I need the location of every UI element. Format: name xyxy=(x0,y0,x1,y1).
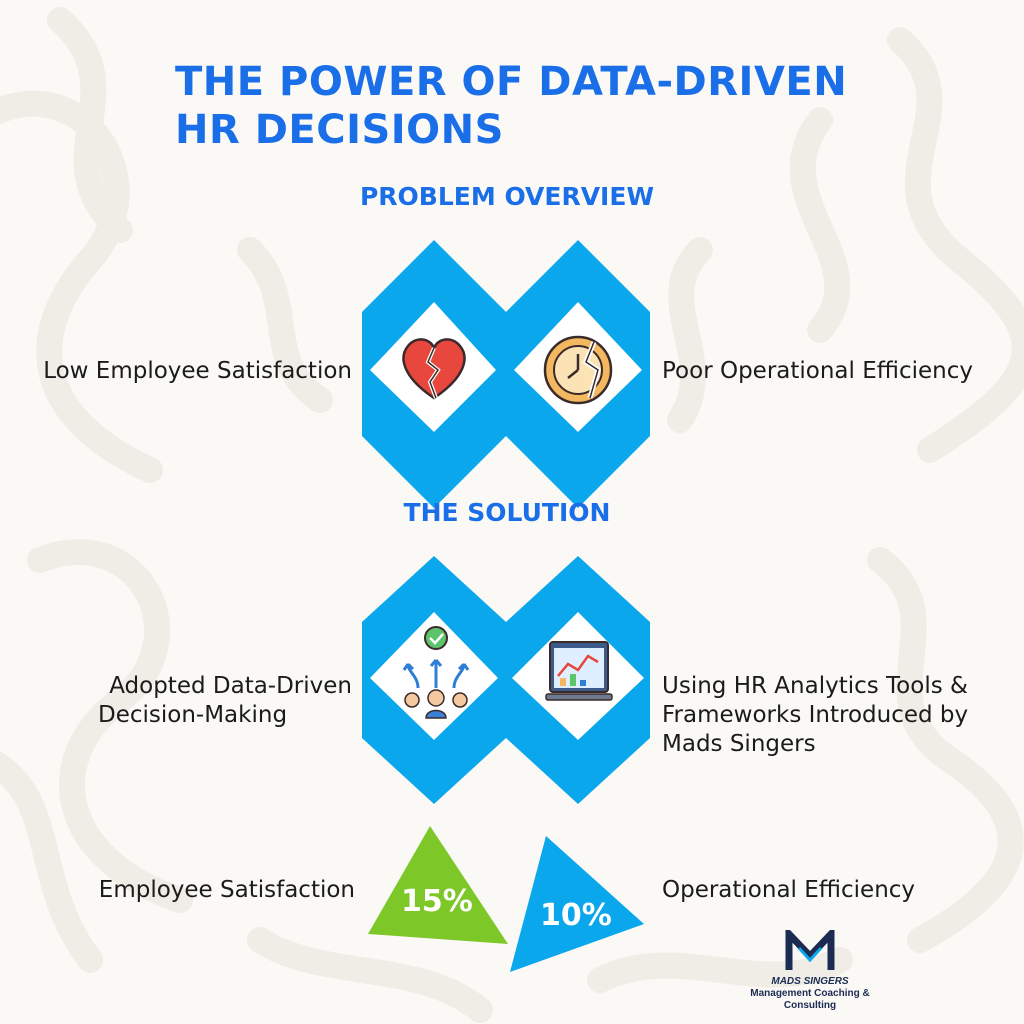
analytics-dashboard-icon xyxy=(545,641,613,701)
page-title: THE POWER OF DATA-DRIVEN HR DECISIONS xyxy=(175,58,975,154)
title-line-1: THE POWER OF DATA-DRIVEN xyxy=(175,59,848,105)
problem-right-label: Poor Operational Efficiency xyxy=(662,358,974,384)
problem-hexagons xyxy=(362,240,650,508)
solution-left-diamond xyxy=(370,612,498,740)
result-left-value: 15% xyxy=(401,884,473,919)
ms-monogram-icon xyxy=(785,925,835,970)
problem-heading: PROBLEM OVERVIEW xyxy=(359,182,655,211)
result-left-label: Employee Satisfaction xyxy=(98,877,355,903)
solution-right-label: Using HR Analytics Tools & Frameworks In… xyxy=(662,672,1012,759)
results-triangles xyxy=(368,826,644,972)
logo-tagline: Management Coaching & Consulting xyxy=(750,988,870,1011)
result-right-value: 10% xyxy=(540,898,612,933)
brand-logo: MADS SINGERS Management Coaching & Consu… xyxy=(725,925,895,1012)
solution-heading: THE SOLUTION xyxy=(403,498,611,527)
solution-left-label-line-1: Adopted Data-Driven xyxy=(109,673,352,699)
result-blue-triangle xyxy=(510,836,644,972)
problem-left-label: Low Employee Satisfaction xyxy=(43,358,352,384)
solution-right-label-line-3: Mads Singers xyxy=(662,731,816,757)
logo-name: MADS SINGERS xyxy=(771,976,849,987)
solution-left-label-line-2: Decision-Making xyxy=(98,702,288,728)
broken-clock-icon xyxy=(543,335,613,405)
result-green-triangle xyxy=(368,826,508,944)
title-line-2: HR DECISIONS xyxy=(175,107,504,153)
broken-heart-icon xyxy=(402,338,466,400)
solution-right-label-line-1: Using HR Analytics Tools & xyxy=(662,673,968,699)
solution-hexagons xyxy=(362,556,650,804)
result-right-label: Operational Efficiency xyxy=(662,877,916,903)
team-decision-icon xyxy=(402,626,470,719)
solution-right-label-line-2: Frameworks Introduced by xyxy=(662,702,969,728)
solution-left-label: Adopted Data-Driven Decision-Making xyxy=(20,672,352,730)
